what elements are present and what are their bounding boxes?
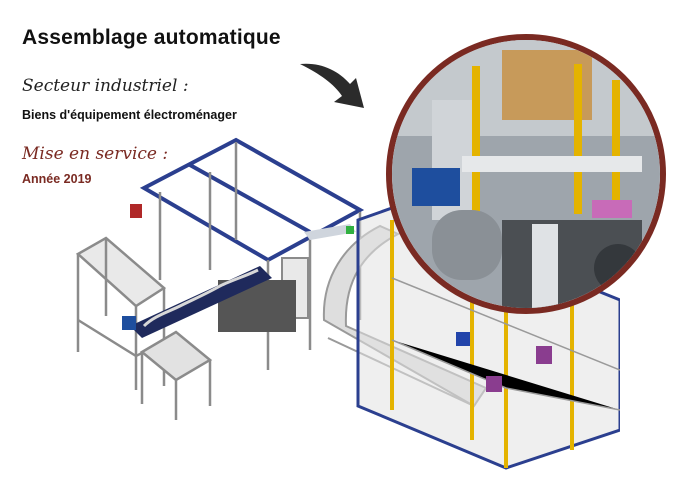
purple-unit-2 xyxy=(486,376,502,392)
service-value: Année 2019 xyxy=(22,172,92,186)
service-label: Mise en service : xyxy=(22,144,169,164)
red-motor xyxy=(130,204,142,218)
sector-value: Biens d'équipement électroménager xyxy=(22,108,237,122)
purple-unit-1 xyxy=(536,346,552,364)
upper-gantry xyxy=(139,137,365,263)
page-title: Assemblage automatique xyxy=(22,26,281,49)
blue-motor xyxy=(122,316,136,330)
curved-arrow-icon xyxy=(300,63,364,108)
blue-box xyxy=(456,332,470,346)
sector-label: Secteur industriel : xyxy=(22,76,189,96)
green-signal xyxy=(346,226,354,234)
small-table xyxy=(139,330,213,420)
robot-arm xyxy=(304,224,356,240)
machine-photo-inset xyxy=(386,34,666,314)
photo-content xyxy=(392,40,660,308)
left-table xyxy=(75,236,167,390)
feeder-conveyor xyxy=(130,266,272,338)
